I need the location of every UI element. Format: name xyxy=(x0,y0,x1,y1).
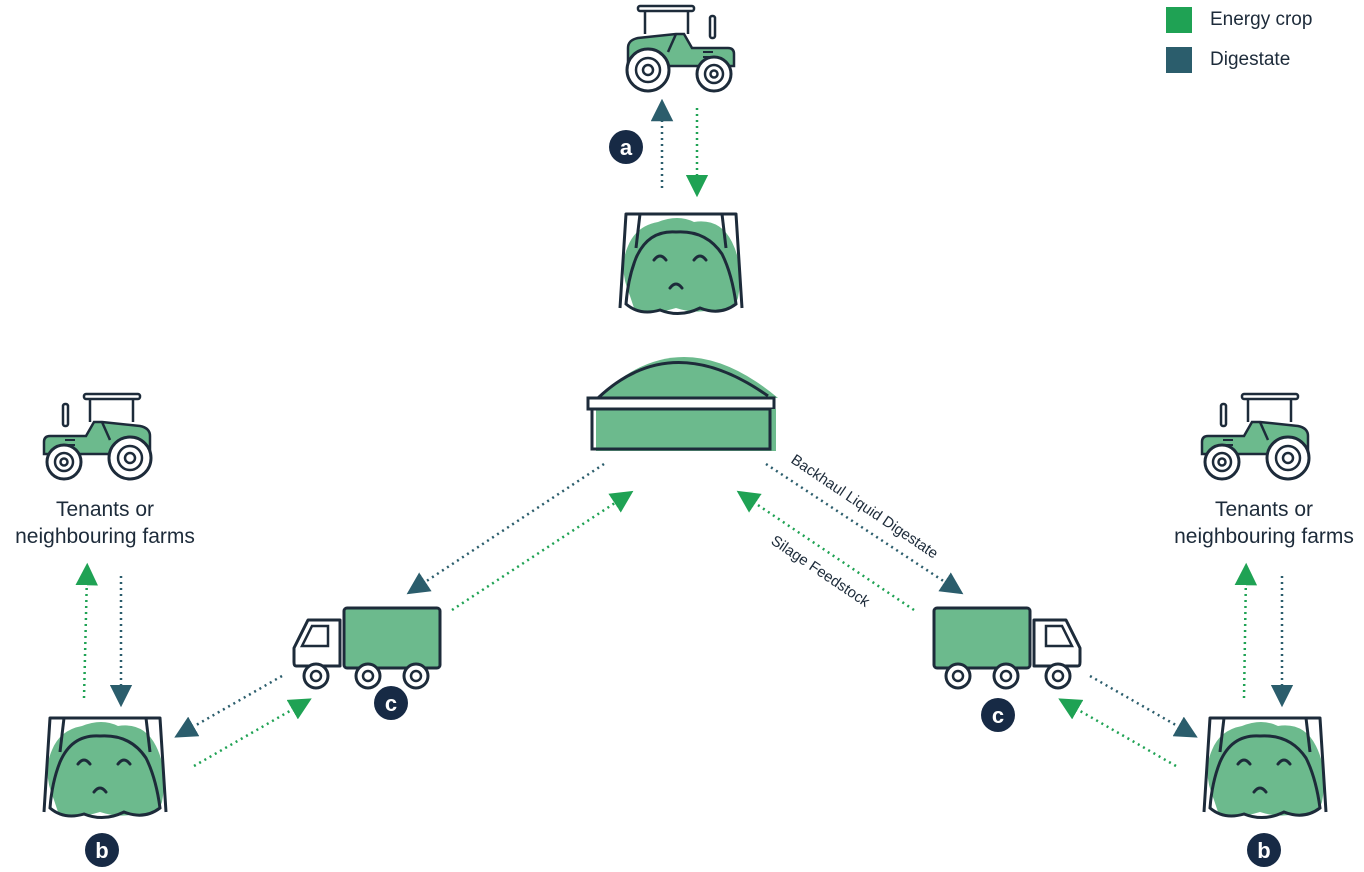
tractor-left-icon xyxy=(42,392,153,481)
marker-a: a xyxy=(609,130,643,164)
marker-a-label: a xyxy=(620,135,633,160)
digestate-swatch xyxy=(1166,47,1192,73)
farm-label-right-line1: Tenants or xyxy=(1214,498,1314,521)
silage-clamp-top-icon xyxy=(618,212,744,316)
farm-label-right: Tenants or neighbouring farms xyxy=(1144,496,1364,550)
arrow-energy-from-truck-left xyxy=(451,490,634,612)
route-label-digestate: Backhaul Liquid Digestate xyxy=(788,451,941,562)
arrow-digestate-to-clamp-left xyxy=(174,674,283,738)
marker-c-right: c xyxy=(981,698,1015,732)
marker-c-left-label: c xyxy=(385,691,397,716)
marker-b-left: b xyxy=(85,833,119,867)
arrow-energy-from-clamp-right xyxy=(1058,698,1177,768)
legend-item-energy-crop: Energy crop xyxy=(1166,0,1312,40)
marker-b-left-label: b xyxy=(95,838,108,863)
marker-b-right-label: b xyxy=(1257,838,1270,863)
legend-item-digestate: Digestate xyxy=(1166,40,1312,80)
tractor-top-icon xyxy=(625,4,736,93)
marker-b-right: b xyxy=(1247,833,1281,867)
truck-right-icon xyxy=(932,606,1082,690)
marker-c-right-label: c xyxy=(992,703,1004,728)
legend: Energy crop Digestate xyxy=(1166,0,1312,80)
farm-label-right-line2: neighbouring farms xyxy=(1174,525,1354,548)
arrow-digestate-to-clamp-right xyxy=(1089,674,1198,738)
arrow-energy-to-farm-right xyxy=(1234,562,1258,699)
legend-label-digestate: Digestate xyxy=(1210,49,1291,70)
legend-label-energy-crop: Energy crop xyxy=(1210,9,1313,30)
truck-left-icon xyxy=(292,606,442,690)
arrow-energy-from-clamp-left xyxy=(193,698,312,768)
arrow-energy-to-farm-left xyxy=(75,562,98,699)
arrow-digestate-to-truck-left xyxy=(406,462,605,595)
route-label-feedstock: Silage Feedstock xyxy=(768,532,873,611)
arrow-energy-from-truck-right xyxy=(736,490,915,612)
digester-icon xyxy=(586,357,778,451)
farm-label-left: Tenants or neighbouring farms xyxy=(0,496,225,550)
marker-c-left: c xyxy=(374,686,408,720)
energy-crop-swatch xyxy=(1166,7,1192,33)
tractor-right-icon xyxy=(1200,392,1311,481)
silage-clamp-right-icon xyxy=(1202,716,1328,820)
arrow-digestate-to-truck-right xyxy=(765,462,964,595)
farm-label-left-line1: Tenants or xyxy=(55,498,155,521)
silage-clamp-left-icon xyxy=(42,716,168,820)
farm-label-left-line2: neighbouring farms xyxy=(15,525,195,548)
